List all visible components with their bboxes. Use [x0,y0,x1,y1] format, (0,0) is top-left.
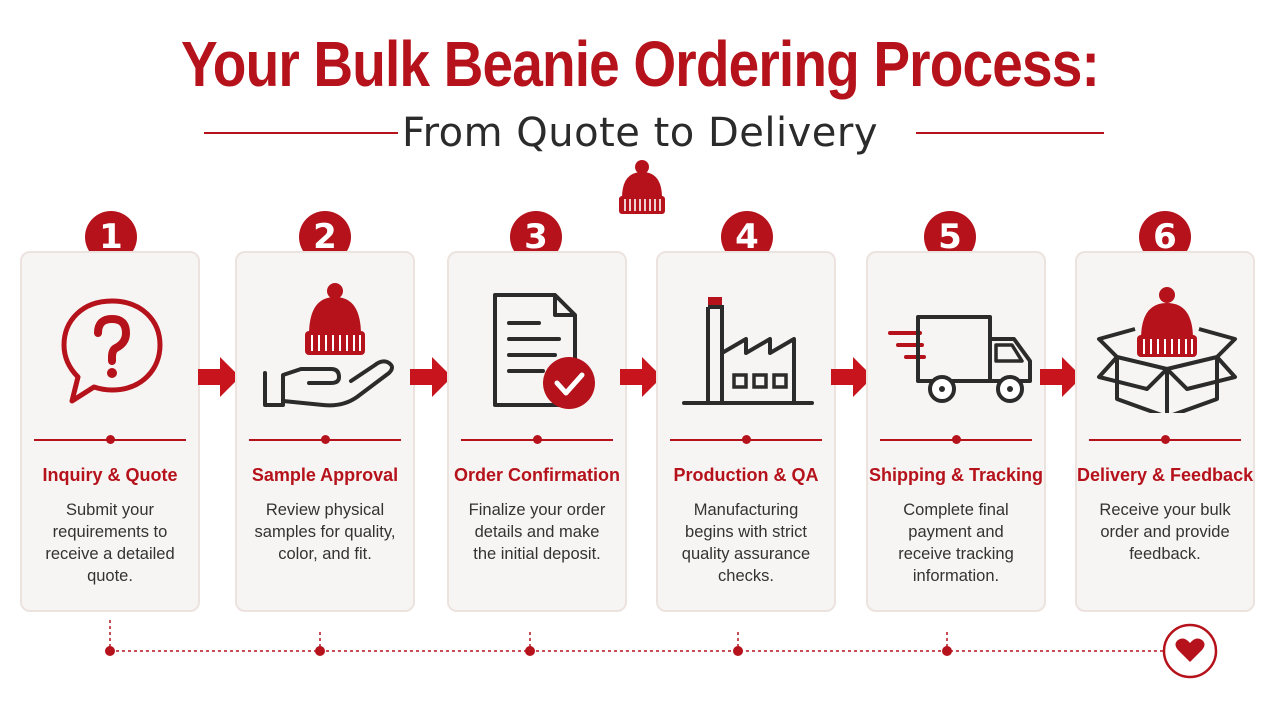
timeline-dot [105,646,115,656]
card-divider-dot [1161,435,1170,444]
timeline-dot [525,646,535,656]
timeline-dot [942,646,952,656]
card-divider-dot [106,435,115,444]
arrow-right-icon [831,357,873,397]
box-beanie-icon [1097,287,1237,413]
subtitle-row: From Quote to Delivery [0,108,1280,158]
heart-icon [1162,623,1218,679]
step-title: Sample Approval [251,465,399,485]
page-title: Your Bulk Beanie Ordering Process: [181,28,1100,100]
step-title: Delivery & Feedback [1077,465,1254,485]
step-card-production: Production & QA Manufacturing begins wit… [656,251,836,612]
timeline-dot [733,646,743,656]
document-check-icon [493,293,595,409]
arrow-right-icon [410,357,452,397]
step-card-sample: Sample Approval Review physical samples … [235,251,415,612]
delivery-truck-icon [888,315,1032,403]
subtitle-rule-left [204,132,398,134]
step-title: Inquiry & Quote [42,465,178,485]
arrow-right-icon [1040,357,1082,397]
timeline [105,620,1218,679]
step-card-order: Order Confirmation Finalize your order d… [447,251,627,612]
step-description: Manufacturing begins with strict quality… [681,501,811,585]
factory-icon [682,297,814,405]
step-card-delivery: Delivery & Feedback Receive your bulk or… [1075,251,1255,612]
step-description: Submit your requirements to receive a de… [45,501,175,585]
step-title: Order Confirmation [453,465,620,485]
step-description: Review physical samples for quality, col… [254,501,396,563]
step-description: Complete final payment and receive track… [898,501,1014,585]
step-card-inquiry: Inquiry & Quote Submit your requirements… [20,251,200,612]
question-bubble-icon [61,298,163,404]
arrow-right-icon [620,357,662,397]
step-title: Shipping & Tracking [868,465,1043,485]
timeline-dot [315,646,325,656]
card-divider-dot [321,435,330,444]
card-divider-dot [533,435,542,444]
hand-beanie-icon [263,283,394,408]
step-description: Finalize your order details and make the… [468,501,606,563]
step-title: Production & QA [673,465,819,485]
beanie-icon [619,160,665,214]
subtitle-rule-right [916,132,1104,134]
step-description: Receive your bulk order and provide feed… [1099,501,1231,563]
card-divider-dot [742,435,751,444]
card-divider-dot [952,435,961,444]
arrow-right-icon [198,357,240,397]
page-subtitle: From Quote to Delivery [401,110,879,156]
step-card-shipping: Shipping & Tracking Complete final payme… [866,251,1046,612]
